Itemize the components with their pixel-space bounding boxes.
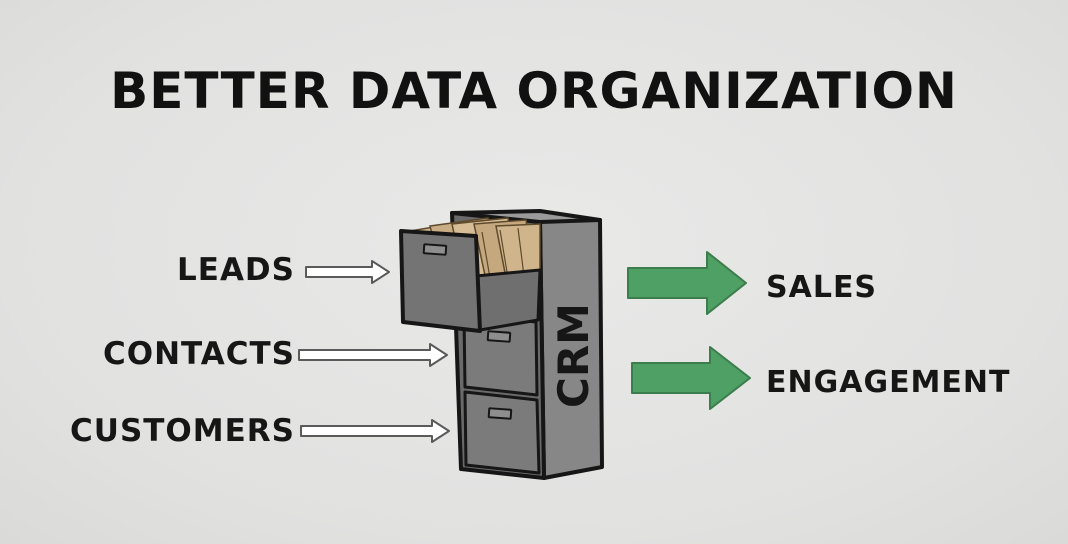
diagram-title: BETTER DATA ORGANIZATION	[110, 62, 958, 120]
cabinet-label: CRM	[549, 303, 598, 408]
input-label-contacts: CONTACTS	[102, 336, 295, 372]
output-arrow-sales	[627, 251, 747, 315]
input-label-leads: LEADS	[177, 252, 295, 288]
output-label-sales: SALES	[766, 270, 878, 305]
input-arrow-contacts	[298, 343, 448, 367]
filing-cabinet: CRM	[399, 209, 604, 480]
input-label-customers: CUSTOMERS	[70, 413, 295, 449]
input-arrow-leads	[305, 260, 390, 284]
input-arrow-customers	[300, 419, 450, 443]
output-label-engagement: ENGAGEMENT	[766, 365, 1011, 400]
output-arrow-engagement	[631, 346, 751, 410]
